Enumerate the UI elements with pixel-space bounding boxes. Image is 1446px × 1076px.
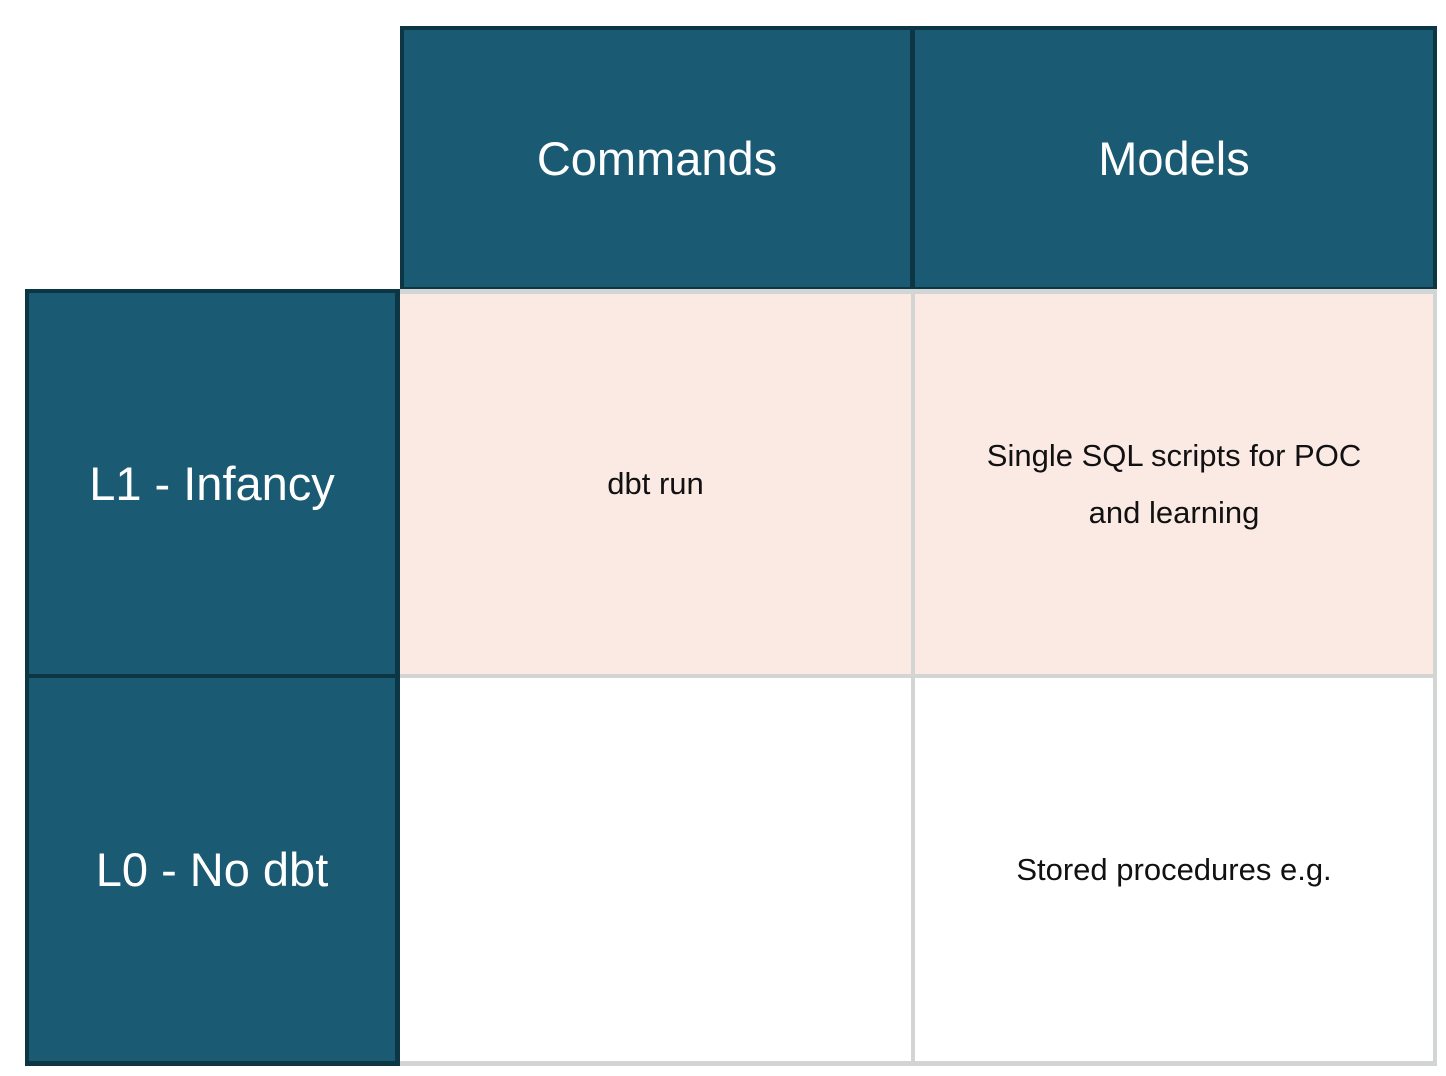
table-cell-l1-commands-text: dbt run xyxy=(607,466,704,502)
row-header-l1-infancy-label: L1 - Infancy xyxy=(89,457,335,510)
column-header-models: Models xyxy=(915,26,1437,289)
table-cell-l0-commands xyxy=(400,678,915,1066)
row-header-l0-no-dbt-label: L0 - No dbt xyxy=(95,843,329,896)
maturity-matrix-table: Commands Models L1 - Infancy dbt run Sin… xyxy=(25,26,1437,1066)
column-header-commands: Commands xyxy=(400,26,915,289)
table-cell-l1-models-text: Single SQL scripts for POC and learning xyxy=(986,437,1362,530)
table-cell-l1-commands: dbt run xyxy=(400,289,915,678)
row-header-l1-infancy: L1 - Infancy xyxy=(25,289,400,678)
table-cell-l0-models-text: Stored procedures e.g. xyxy=(1016,851,1332,887)
table-corner-empty xyxy=(25,26,400,289)
table-cell-l1-models: Single SQL scripts for POC and learning xyxy=(915,289,1437,678)
row-header-l0-no-dbt: L0 - No dbt xyxy=(25,678,400,1066)
column-header-commands-label: Commands xyxy=(536,132,778,185)
table-cell-l0-models: Stored procedures e.g. xyxy=(915,678,1437,1066)
column-header-models-label: Models xyxy=(1098,132,1250,185)
